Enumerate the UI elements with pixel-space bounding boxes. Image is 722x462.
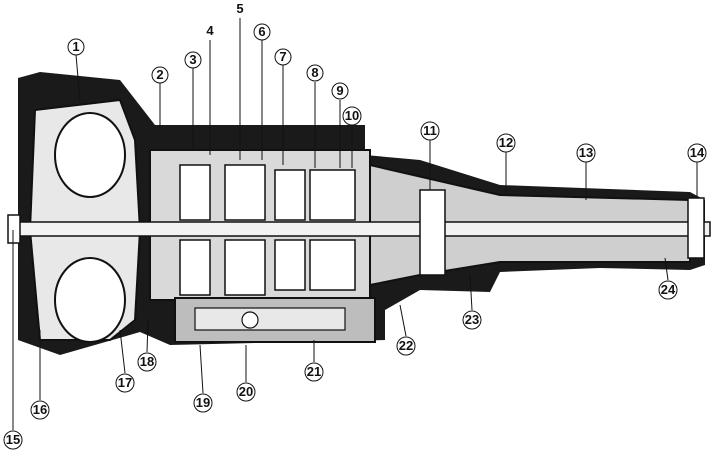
svg-text:22: 22 <box>399 338 413 353</box>
callout-8: 8 <box>306 64 324 82</box>
svg-text:2: 2 <box>156 67 163 82</box>
svg-text:14: 14 <box>690 145 705 160</box>
svg-text:21: 21 <box>307 364 321 379</box>
callout-15: 15 <box>3 430 23 450</box>
svg-text:9: 9 <box>336 83 343 98</box>
callout-20: 20 <box>236 382 256 402</box>
callout-9: 9 <box>331 82 349 100</box>
svg-text:7: 7 <box>279 49 286 64</box>
svg-text:5: 5 <box>236 1 243 16</box>
leader-lines <box>12 18 698 430</box>
svg-text:17: 17 <box>118 375 132 390</box>
callout-3: 3 <box>184 51 202 69</box>
callout-24: 24 <box>658 280 678 300</box>
callout-18: 18 <box>137 352 157 372</box>
svg-text:23: 23 <box>465 312 479 327</box>
callout-4: 4 <box>206 23 214 38</box>
callout-17: 17 <box>115 373 135 393</box>
svg-text:18: 18 <box>140 354 154 369</box>
svg-text:13: 13 <box>579 145 593 160</box>
callout-5: 5 <box>236 1 243 16</box>
svg-text:6: 6 <box>258 24 265 39</box>
callout-22: 22 <box>396 336 416 356</box>
callout-7: 7 <box>274 48 292 66</box>
svg-text:20: 20 <box>239 384 253 399</box>
callout-14: 14 <box>687 143 707 163</box>
callout-19: 19 <box>193 393 213 413</box>
callout-11: 11 <box>420 121 440 141</box>
svg-text:4: 4 <box>206 23 214 38</box>
svg-text:11: 11 <box>423 123 437 138</box>
callout-10: 10 <box>342 106 362 126</box>
callout-1: 1 <box>67 38 85 56</box>
svg-text:8: 8 <box>311 65 318 80</box>
callout-2: 2 <box>151 66 169 84</box>
callout-23: 23 <box>462 310 482 330</box>
callout-21: 21 <box>304 362 324 382</box>
svg-text:15: 15 <box>6 432 20 447</box>
svg-text:3: 3 <box>189 52 196 67</box>
svg-text:10: 10 <box>345 108 359 123</box>
callout-labels: 1 2 3 4 5 6 7 8 9 10 11 12 13 14 15 16 1… <box>3 1 707 450</box>
callout-16: 16 <box>30 400 50 420</box>
svg-text:12: 12 <box>499 135 513 150</box>
callout-12: 12 <box>496 133 516 153</box>
svg-text:1: 1 <box>72 39 79 54</box>
svg-text:24: 24 <box>661 282 676 297</box>
svg-text:16: 16 <box>33 402 47 417</box>
svg-text:19: 19 <box>196 395 210 410</box>
callout-6: 6 <box>253 23 271 41</box>
callout-13: 13 <box>576 143 596 163</box>
transmission-housing <box>7 72 711 355</box>
